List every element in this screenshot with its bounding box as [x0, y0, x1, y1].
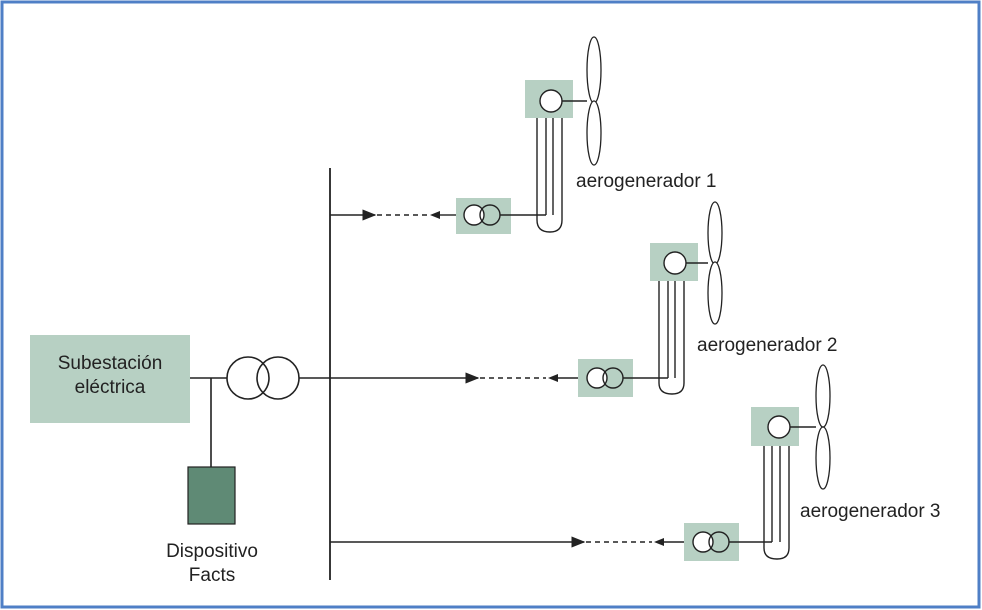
substation-box: [30, 335, 190, 423]
turbine-2-label: aerogenerador 2: [697, 335, 838, 356]
turbine-3-label: aerogenerador 3: [800, 501, 941, 522]
substation-label-line2: eléctrica: [74, 377, 146, 398]
substation-label-line1: Subestación: [57, 353, 163, 374]
facts-label: Dispositivo Facts: [130, 540, 294, 588]
feeder-1: [330, 36, 602, 234]
feeder-3: [330, 364, 831, 561]
facts-device-box: [187, 466, 236, 525]
facts-label-line2: Facts: [188, 565, 236, 586]
facts-label-line1: Dispositivo: [166, 541, 258, 562]
substation-label: Subestación eléctrica: [30, 352, 190, 400]
feeder-2: [330, 201, 723, 397]
turbine-1-label: aerogenerador 1: [576, 171, 717, 192]
main-transformer-symbol: [226, 356, 300, 400]
